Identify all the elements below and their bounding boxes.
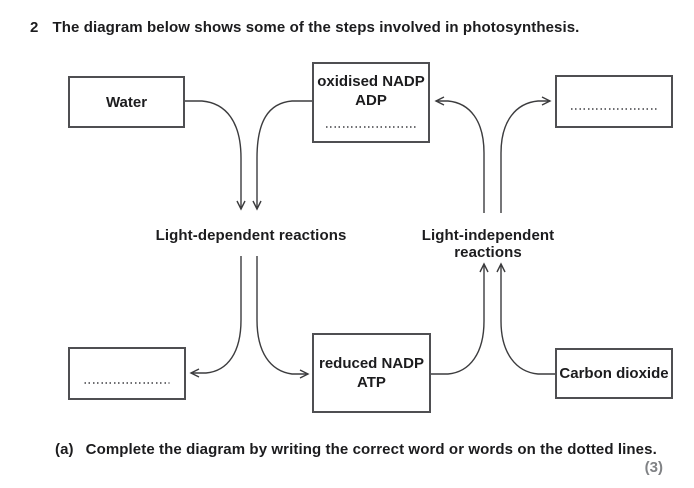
arrow-reduced-nadp-to-light-independent (431, 262, 489, 375)
arrow-water-to-light-dependent (185, 100, 246, 211)
question-intro-text: The diagram below shows some of the step… (52, 19, 580, 36)
question-part-a: (a) Complete the diagram by writing the … (55, 441, 657, 458)
question-header: 2 The diagram below shows some of the st… (30, 19, 579, 36)
arrow-carbon-dioxide-to-light-independent (496, 262, 555, 375)
light-dependent-reactions-label: Light-dependent reactions (155, 227, 347, 244)
water-box: Water (68, 76, 185, 128)
question-number: 2 (30, 19, 39, 36)
answer-blank-line (571, 108, 657, 110)
arrow-oxidised-nadp-to-light-dependent (252, 100, 312, 211)
light-independent-reactions-label: Light-independent reactions (421, 227, 555, 261)
arrow-light-dependent-to-bottom-left-blank (189, 256, 242, 378)
arrow-light-independent-to-top-right-blank (500, 96, 552, 213)
answer-blank-line (84, 382, 170, 384)
reduced-nadp-box: reduced NADP ATP (312, 333, 431, 413)
carbon-dioxide-label: Carbon dioxide (559, 365, 669, 382)
oxidised-nadp-label-line2: ADP (355, 92, 387, 109)
top-right-blank-box (555, 75, 673, 128)
reduced-nadp-label-line2: ATP (357, 374, 386, 391)
answer-blank-line (326, 126, 416, 128)
marks-badge: (3) (644, 459, 663, 476)
part-label: (a) (55, 441, 74, 458)
carbon-dioxide-box: Carbon dioxide (555, 348, 673, 399)
reduced-nadp-label-line1: reduced NADP (318, 355, 425, 372)
oxidised-nadp-label-line1: oxidised NADP (317, 73, 425, 90)
arrow-light-dependent-to-reduced-nadp (256, 256, 310, 379)
part-instruction-text: Complete the diagram by writing the corr… (85, 441, 657, 458)
oxidised-nadp-box: oxidised NADP ADP (312, 62, 430, 143)
water-label: Water (105, 93, 148, 111)
bottom-left-blank-box (68, 347, 186, 400)
arrow-light-independent-to-oxidised-nadp (434, 96, 485, 213)
